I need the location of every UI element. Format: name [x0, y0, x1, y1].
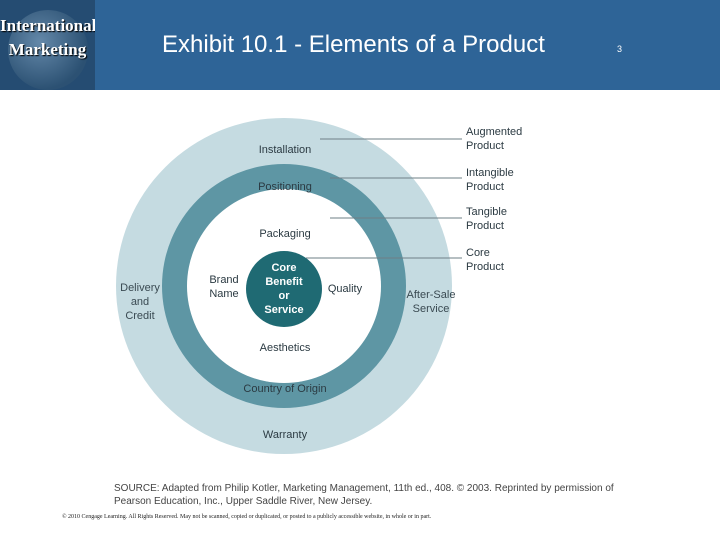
label-delivery-credit-3: Credit	[125, 310, 154, 322]
legend-tangible-2: Product	[466, 220, 504, 232]
legend-tangible-1: Tangible	[466, 206, 507, 218]
label-country-of-origin: Country of Origin	[243, 383, 326, 395]
logo-text-line2: Marketing	[8, 40, 87, 59]
label-delivery-credit-1: Delivery	[120, 282, 160, 294]
legend-augmented-1: Augmented	[466, 126, 522, 138]
label-after-sale-service-1: After-Sale	[407, 289, 456, 301]
legend-core-2: Product	[466, 261, 504, 273]
label-brand-name-2: Name	[209, 288, 238, 300]
core-product-circle	[246, 251, 322, 327]
label-installation: Installation	[259, 144, 312, 156]
logo: International Marketing	[0, 0, 95, 90]
label-aesthetics: Aesthetics	[260, 342, 311, 354]
label-core-1: Core	[271, 262, 296, 274]
label-positioning: Positioning	[258, 181, 312, 193]
legend-core-1: Core	[466, 247, 490, 259]
slide-number: 3	[617, 44, 623, 54]
legend-intangible-2: Product	[466, 181, 504, 193]
label-after-sale-service-2: Service	[413, 303, 450, 315]
slide-title: Exhibit 10.1 - Elements of a Product	[162, 31, 545, 58]
label-quality: Quality	[328, 283, 363, 295]
legend-augmented-2: Product	[466, 140, 504, 152]
label-brand-name-1: Brand	[209, 274, 238, 286]
globe-icon	[8, 10, 88, 90]
slide-header: International Marketing Exhibit 10.1 - E…	[0, 0, 720, 90]
label-delivery-credit-2: and	[131, 296, 149, 308]
logo-text-line1: International	[0, 16, 95, 35]
label-warranty: Warranty	[263, 429, 308, 441]
source-note: SOURCE: Adapted from Philip Kotler, Mark…	[114, 483, 614, 507]
label-core-2: Benefit	[265, 276, 303, 288]
legend-intangible-1: Intangible	[466, 167, 514, 179]
label-core-4: Service	[264, 304, 303, 316]
label-packaging: Packaging	[259, 228, 310, 240]
label-core-3: or	[279, 290, 291, 302]
copyright-notice: © 2010 Cengage Learning. All Rights Rese…	[62, 514, 432, 520]
